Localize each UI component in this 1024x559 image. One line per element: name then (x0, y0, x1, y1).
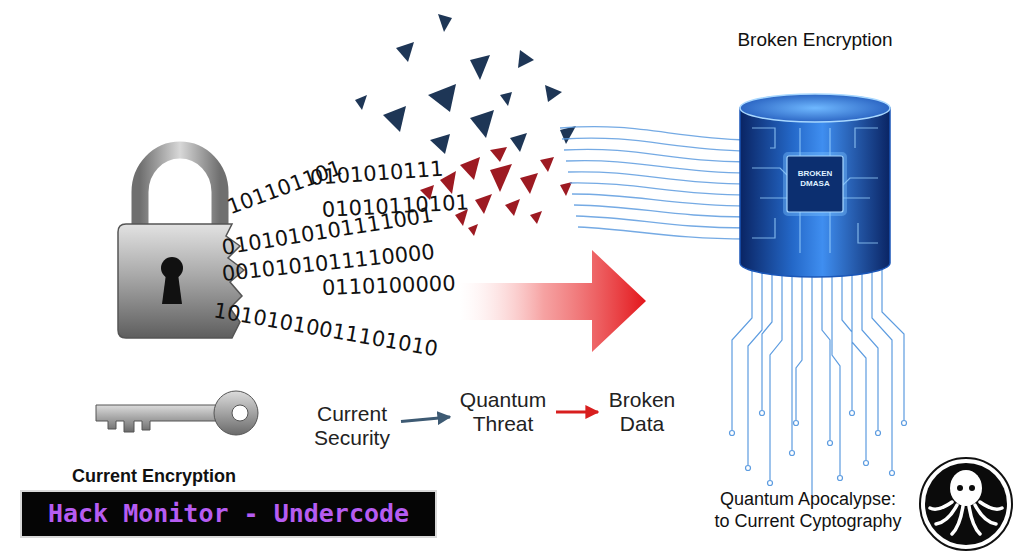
threat-arrow (460, 250, 646, 352)
step-label: Current Security (303, 402, 401, 450)
flow-arrow (556, 411, 598, 414)
key-illustration (96, 391, 258, 435)
key-hole (232, 405, 248, 421)
data-stream-lines (560, 127, 748, 239)
chip-label: BROKEN DMASA (789, 169, 841, 189)
flow-arrow (401, 417, 450, 422)
flow-step: Broken Data (598, 388, 686, 436)
keyhole (162, 274, 182, 304)
octopus-logo (920, 458, 1012, 550)
caption-text: Current Encryption (72, 466, 236, 487)
node-heading: Broken Encryption (730, 28, 900, 51)
database-cylinder: Broken EncryptionBROKEN DMASA (730, 28, 900, 283)
step-label: Quantum Threat (450, 388, 556, 436)
step-label: Broken Data (598, 388, 686, 436)
flow-step: Current Security (303, 402, 401, 450)
lock-shackle (140, 150, 220, 232)
key-bow (214, 391, 258, 435)
circuit-traces (730, 264, 907, 495)
binary-digits: 10101010011101010 (212, 298, 440, 361)
key-blade (96, 405, 216, 432)
flow-step: Quantum Threat (450, 388, 556, 436)
watermark-banner: Hack Monitor - Undercode (20, 490, 437, 538)
binary-digits: 0110100000 (322, 271, 456, 300)
cylinder-shape (730, 28, 900, 283)
caption-text: Quantum Apocalypse: to Current Cyptograp… (712, 488, 904, 532)
